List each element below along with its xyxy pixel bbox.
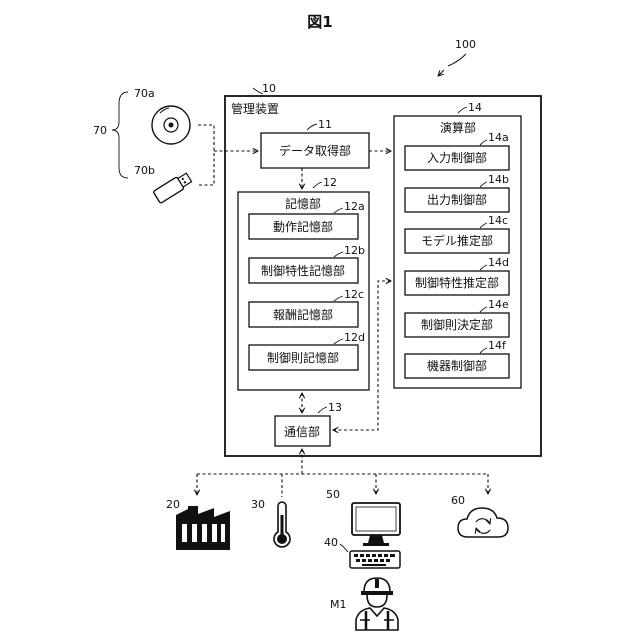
- compute-item-ref: 14f: [488, 339, 507, 352]
- compute-item-label: 制御特性推定部: [415, 275, 499, 290]
- compute-item-ref: 14d: [488, 256, 509, 269]
- compute-title: 演算部: [440, 120, 476, 135]
- monitor-ref: 50: [326, 488, 340, 501]
- management-device-title: 管理装置: [231, 101, 279, 116]
- communication-ref: 13: [328, 401, 342, 414]
- storage-item-ref: 12a: [344, 200, 365, 213]
- compute-item-label: 出力制御部: [427, 192, 487, 207]
- storage-item-ref: 12c: [344, 288, 364, 301]
- storage-item-label: 動作記憶部: [273, 219, 333, 234]
- management-device-ref: 10: [262, 82, 276, 95]
- storage-item-label: 報酬記憶部: [273, 307, 333, 322]
- keyboard-icon: [350, 551, 400, 568]
- storage-item-ref: 12b: [344, 244, 365, 257]
- data-acquisition-ref: 11: [318, 118, 332, 131]
- cloud-ref: 60: [451, 494, 465, 507]
- storage-item-label: 制御特性記憶部: [261, 263, 345, 278]
- data-acquisition-label: データ取得部: [279, 143, 351, 158]
- figure-title: 図1: [307, 13, 332, 31]
- media-ref: 70: [93, 124, 107, 137]
- compute-ref: 14: [468, 101, 482, 114]
- keyboard-ref: 40: [324, 536, 338, 549]
- thermometer-ref: 30: [251, 498, 265, 511]
- disc-ref: 70a: [134, 87, 155, 100]
- compute-item-label: 入力制御部: [427, 150, 487, 165]
- media-dashed-bracket: [198, 125, 214, 185]
- compute-item-label: 機器制御部: [427, 358, 487, 373]
- cloud-sync-icon: [458, 508, 508, 537]
- worker-icon: [356, 578, 398, 630]
- compute-item-label: 制御則決定部: [421, 317, 493, 332]
- compute-item-label: モデル推定部: [421, 233, 493, 248]
- communication-label: 通信部: [284, 424, 320, 439]
- media-brace: [112, 92, 128, 178]
- storage-ref: 12: [323, 176, 337, 189]
- compute-item-ref: 14e: [488, 298, 509, 311]
- monitor-icon: [352, 503, 400, 546]
- worker-ref: M1: [330, 598, 347, 611]
- system-ref: 100: [455, 38, 476, 51]
- factory-icon: [176, 506, 230, 550]
- system-ref-arrow: [438, 54, 466, 76]
- storage-item-label: 制御則記憶部: [267, 350, 339, 365]
- compute-item-ref: 14a: [488, 131, 509, 144]
- factory-ref: 20: [166, 498, 180, 511]
- compute-item-ref: 14b: [488, 173, 509, 186]
- usb-drive-icon: [153, 171, 193, 203]
- storage-title: 記憶部: [285, 196, 321, 211]
- disc-icon: [152, 106, 190, 144]
- storage-item-ref: 12d: [344, 331, 365, 344]
- usb-ref: 70b: [134, 164, 155, 177]
- thermometer-icon: [274, 502, 290, 547]
- compute-item-ref: 14c: [488, 214, 508, 227]
